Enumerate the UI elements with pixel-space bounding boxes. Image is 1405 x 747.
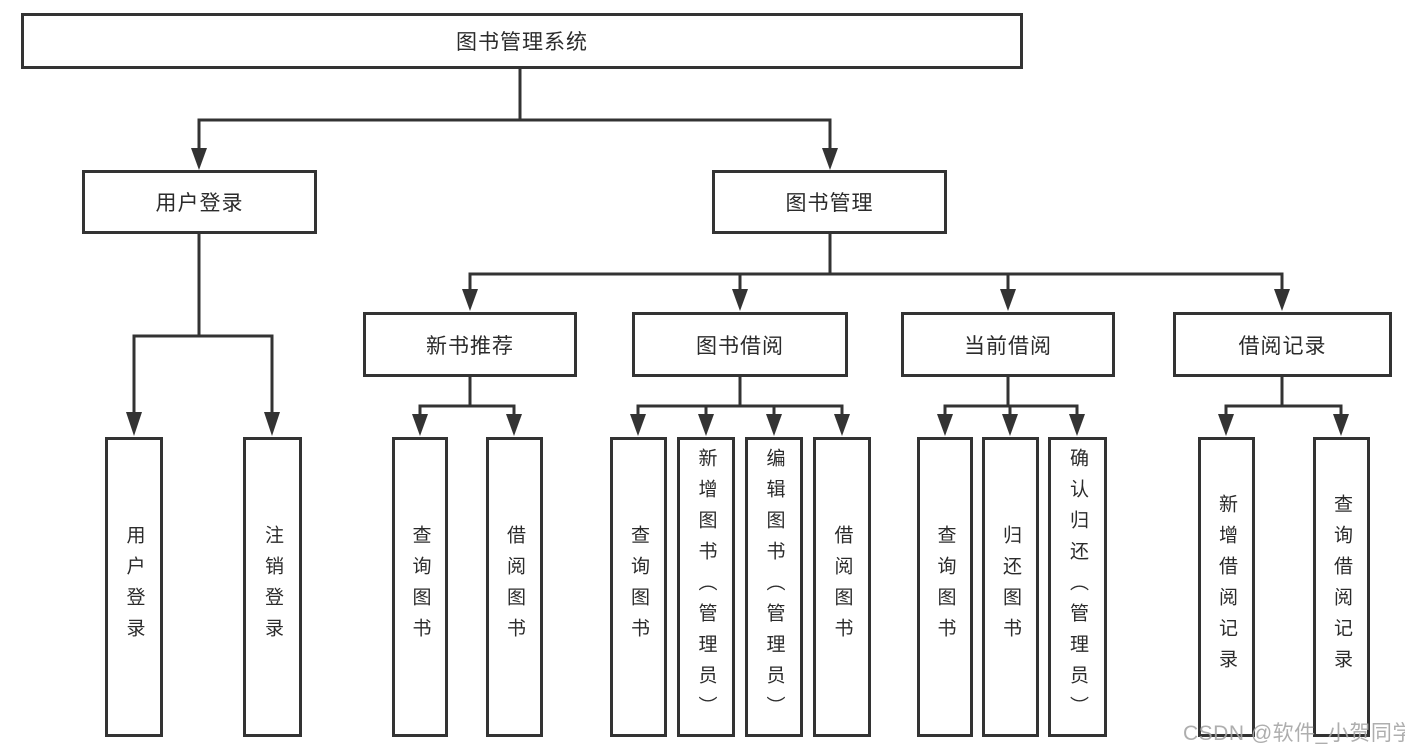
node-current-borrow: 当前借阅 <box>901 312 1115 377</box>
leaf-logout-label: 注销登录 <box>262 525 283 649</box>
node-book-management: 图书管理 <box>712 170 947 234</box>
node-user-login: 用户登录 <box>82 170 317 234</box>
node-borrow-record: 借阅记录 <box>1173 312 1392 377</box>
leaf-current-return-label: 归还图书 <box>1000 525 1021 649</box>
node-current-borrow-label: 当前借阅 <box>964 334 1052 358</box>
node-root: 图书管理系统 <box>21 13 1023 69</box>
leaf-borrow-add-admin-label: 新增图书（管理员） <box>695 447 717 727</box>
leaf-current-confirm-admin: 确认归还（管理员） <box>1048 437 1107 737</box>
node-book-management-label: 图书管理 <box>785 192 874 215</box>
leaf-user-login-label: 用户登录 <box>123 525 145 649</box>
leaf-record-add-label: 新增借阅记录 <box>1216 494 1237 680</box>
leaf-record-query-label: 查询借阅记录 <box>1331 494 1352 680</box>
node-book-borrow-label: 图书借阅 <box>696 334 784 358</box>
leaf-borrow-book-label: 借阅图书 <box>831 525 853 649</box>
node-user-login-label: 用户登录 <box>155 192 244 215</box>
leaf-borrow-query: 查询图书 <box>610 437 667 737</box>
leaf-borrow-edit-admin-label: 编辑图书（管理员） <box>763 447 785 727</box>
leaf-current-query-label: 查询图书 <box>934 525 956 649</box>
leaf-borrow-add-admin: 新增图书（管理员） <box>677 437 735 737</box>
leaf-logout: 注销登录 <box>243 437 302 737</box>
leaf-current-confirm-admin-label: 确认归还（管理员） <box>1067 447 1088 727</box>
node-new-book-recommend-label: 新书推荐 <box>426 334 514 358</box>
leaf-newbook-query: 查询图书 <box>392 437 448 737</box>
leaf-borrow-book: 借阅图书 <box>813 437 871 737</box>
leaf-record-add: 新增借阅记录 <box>1198 437 1255 737</box>
leaf-borrow-query-label: 查询图书 <box>628 525 649 649</box>
csdn-watermark: CSDN @软件_小贺同学 <box>1183 722 1405 745</box>
arrow-heads <box>126 148 1349 436</box>
leaf-newbook-query-label: 查询图书 <box>409 525 431 649</box>
leaf-newbook-borrow: 借阅图书 <box>486 437 543 737</box>
leaf-record-query: 查询借阅记录 <box>1313 437 1370 737</box>
node-borrow-record-label: 借阅记录 <box>1238 334 1327 358</box>
node-new-book-recommend: 新书推荐 <box>363 312 577 377</box>
leaf-newbook-borrow-label: 借阅图书 <box>504 525 525 649</box>
leaf-user-login: 用户登录 <box>105 437 163 737</box>
node-book-borrow: 图书借阅 <box>632 312 848 377</box>
leaf-current-query: 查询图书 <box>917 437 973 737</box>
leaf-current-return: 归还图书 <box>982 437 1039 737</box>
leaf-borrow-edit-admin: 编辑图书（管理员） <box>745 437 803 737</box>
node-root-label: 图书管理系统 <box>456 31 588 54</box>
